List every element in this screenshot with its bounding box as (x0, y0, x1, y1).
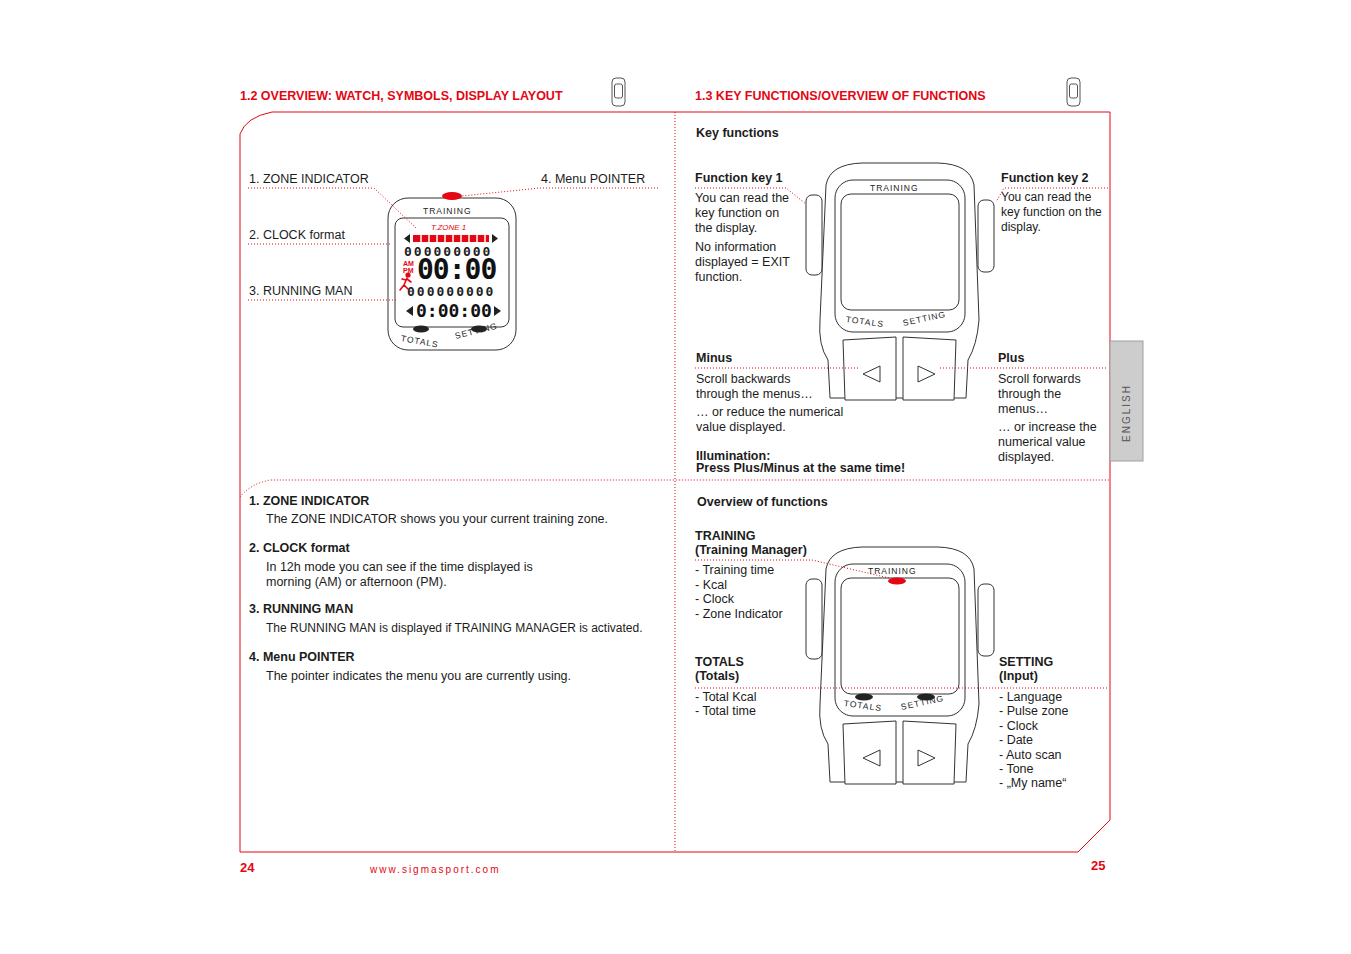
body-text: The pointer indicates the menu you are c… (266, 669, 571, 684)
section-subheading: Key functions (696, 126, 779, 141)
body-text: Scroll forwards through the menus… (998, 372, 1098, 417)
lcd-timer: 0:00:00 (416, 301, 492, 321)
language-tab-text: ENGLISH (1121, 384, 1133, 442)
leader-line (248, 188, 658, 300)
callout-label: 4. Menu POINTER (541, 172, 645, 187)
watch-menu-text: TRAINING (423, 206, 472, 216)
list-item: - Date (999, 733, 1033, 748)
callout-label: Plus (998, 351, 1024, 366)
body-text: You can read the key function on the dis… (695, 191, 795, 236)
page-number: 25 (1091, 858, 1105, 873)
list-item: - Clock (695, 592, 734, 607)
section-subheading: 1. ZONE INDICATOR (249, 494, 369, 509)
section-heading: 1.2 OVERVIEW: WATCH, SYMBOLS, DISPLAY LA… (240, 89, 563, 104)
watch-figure (806, 163, 994, 400)
list-item: - Total Kcal (695, 690, 757, 705)
list-item: - Auto scan (999, 748, 1062, 763)
menu-pointer (855, 578, 935, 701)
lcd-ampm: PM (403, 267, 414, 274)
list-item: - Tone (999, 762, 1034, 777)
list-item: - Training time (695, 563, 774, 578)
section-subheading: 3. RUNNING MAN (249, 602, 353, 617)
lcd-segment-row: 000000000 (407, 285, 495, 299)
callout-label: (Input) (999, 669, 1038, 684)
callout-label: 2. CLOCK format (249, 228, 345, 243)
lcd-zone-text: T.ZONE 1 (431, 223, 466, 232)
watch-menu-text: TRAINING (870, 183, 919, 193)
callout-label: TRAINING (695, 529, 755, 544)
callout-label: SETTING (999, 655, 1053, 670)
callout-label: Minus (696, 351, 732, 366)
page-frame (240, 112, 1110, 852)
leader-line (695, 188, 1108, 688)
callout-label: Function key 1 (695, 171, 783, 186)
section-subheading: 2. CLOCK format (249, 541, 350, 556)
note-text: Press Plus/Minus at the same time! (696, 461, 905, 476)
lcd-clock: 00:00 (417, 255, 496, 285)
body-text: The ZONE INDICATOR shows you your curren… (266, 512, 608, 527)
body-text: In 12h mode you can see if the time disp… (266, 560, 571, 590)
page-number: 24 (240, 860, 254, 875)
heading-watch-icon (612, 78, 1080, 106)
list-item: - Kcal (695, 578, 727, 593)
section-heading: 1.3 KEY FUNCTIONS/OVERVIEW OF FUNCTIONS (695, 89, 986, 104)
body-text: Scroll backwards through the menus… (696, 372, 831, 402)
list-item: - „My name“ (999, 776, 1066, 791)
callout-label: Function key 2 (1001, 171, 1089, 186)
section-subheading: 4. Menu POINTER (249, 650, 355, 665)
callout-label: 1. ZONE INDICATOR (249, 172, 369, 187)
callout-label: (Training Manager) (695, 543, 807, 558)
list-item: - Pulse zone (999, 704, 1068, 719)
callout-label: (Totals) (695, 669, 739, 684)
list-item: - Total time (695, 704, 756, 719)
callout-label: 3. RUNNING MAN (249, 284, 352, 299)
section-subheading: Overview of functions (697, 495, 828, 510)
language-tab (1110, 341, 1143, 461)
body-text: You can read the key function on the dis… (1001, 190, 1107, 235)
callout-label: TOTALS (695, 655, 744, 670)
list-item: - Clock (999, 719, 1038, 734)
web-address: www.sigmasport.com (370, 862, 500, 877)
list-item: - Language (999, 690, 1062, 705)
body-text: … or reduce the numerical value displaye… (696, 405, 861, 435)
body-text: The RUNNING MAN is displayed if TRAINING… (266, 621, 643, 636)
watch-menu-text: TRAINING (868, 566, 917, 576)
watch-display-figure (388, 192, 516, 350)
list-item: - Zone Indicator (695, 607, 783, 622)
body-text: No information displayed = EXIT function… (695, 240, 795, 285)
lcd-ampm: AM (403, 260, 414, 267)
body-text: … or increase the numerical value displa… (998, 420, 1098, 465)
